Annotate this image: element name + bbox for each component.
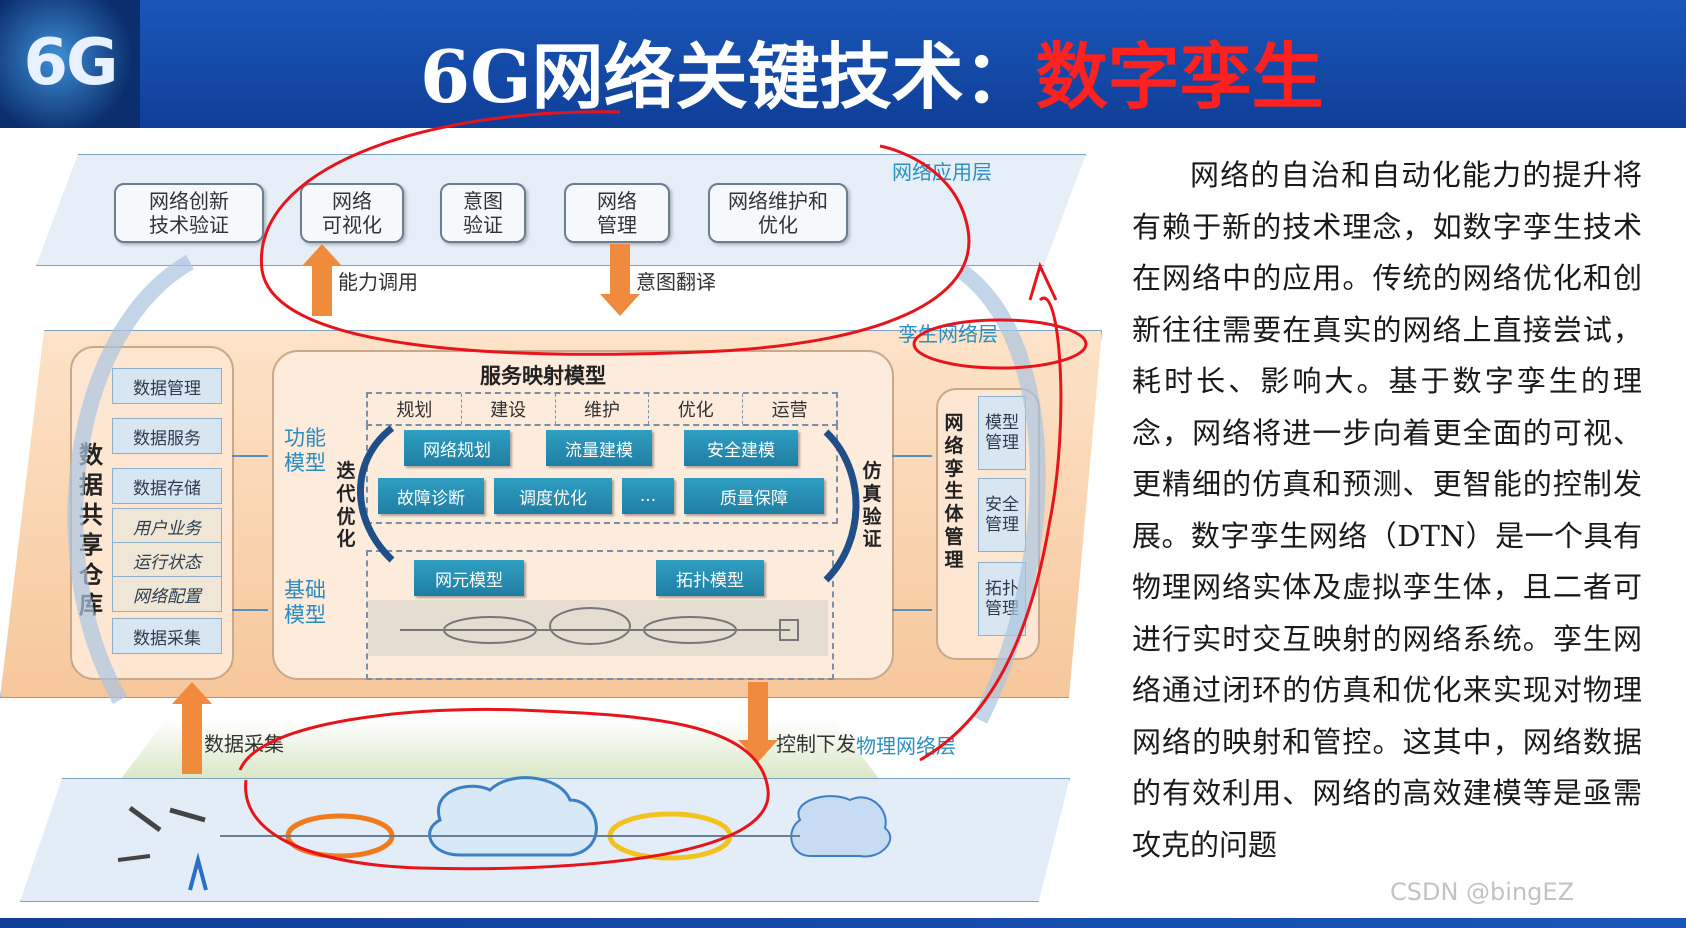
repo-item-user-business: 用户业务 [112, 508, 222, 544]
phase-maintenance: 维护 [556, 394, 650, 424]
twin-management-title: 网络孪生体管理 [944, 412, 964, 571]
phase-operation: 运营 [771, 400, 808, 421]
label-capability-call: 能力调用 [338, 270, 418, 294]
repo-item-data-storage: 数据存储 [112, 468, 222, 504]
twin-network-icons [400, 607, 799, 645]
slide-title: 6G网络关键技术：数字孪生 [420, 18, 1324, 123]
arrow-down-control [748, 682, 768, 740]
red-annotations [238, 110, 1088, 871]
app-box-management: 网络 管理 [564, 183, 670, 243]
mgmt-item-security: 安全管理 [978, 478, 1026, 552]
description-paragraph: 网络的自治和自动化能力的提升将有赖于新的技术理念，如数字孪生技术在网络中的应用。… [1132, 158, 1642, 862]
arrow-up-data [182, 704, 202, 774]
arrow-up-capability [312, 266, 332, 316]
base-topology-model: 拓扑模型 [656, 560, 764, 596]
phase-optimization: 优化 [649, 394, 744, 424]
cycle-arc-right [955, 263, 1046, 724]
base-model-box [366, 550, 834, 680]
arrow-up-head-2 [172, 682, 212, 704]
func-security-modeling: 安全建模 [684, 430, 798, 466]
label-intent-translation: 意图翻译 [636, 270, 716, 294]
app-box-visualization: 网络 可视化 [300, 183, 404, 243]
physical-network-icons [117, 776, 892, 891]
func-scheduling-optimization: 调度优化 [494, 478, 612, 514]
function-model-box [366, 424, 838, 524]
base-network-element-model: 网元模型 [414, 560, 524, 596]
iterate-loop-arrow [357, 425, 395, 563]
app-box-intent-verify: 意图 验证 [440, 183, 526, 243]
func-fault-diagnosis: 故障诊断 [378, 478, 484, 514]
arrow-up-head [302, 244, 342, 266]
base-model-label: 基础模型 [284, 578, 326, 628]
6g-logo: 6G [0, 0, 140, 128]
label-control-issue: 控制下发 [776, 732, 856, 756]
simulate-loop-arrow [823, 429, 860, 583]
title-main: 6G网络关键技术： [420, 34, 1036, 119]
func-more: ... [622, 478, 674, 514]
iterative-optimization-label: 迭代优化 [336, 460, 356, 551]
repo-item-data-management: 数据管理 [112, 368, 222, 404]
func-network-planning: 网络规划 [404, 430, 510, 466]
bottom-strip [0, 918, 1686, 928]
app-box-maintenance: 网络维护和 优化 [708, 183, 848, 243]
repo-item-network-config: 网络配置 [112, 576, 222, 612]
arrow-down-intent [610, 244, 630, 294]
header-bar [0, 0, 1686, 128]
repo-item-data-service: 数据服务 [112, 418, 222, 454]
func-quality-assurance: 质量保障 [684, 478, 824, 514]
mgmt-item-model: 模型管理 [978, 396, 1026, 470]
simulation-verification-label: 仿真验证 [862, 460, 882, 551]
service-mapping-title: 服务映射模型 [480, 364, 606, 388]
arrow-down-head-2 [738, 740, 778, 762]
logo-text: 6G [23, 26, 118, 100]
phase-planning: 规划 [368, 394, 462, 424]
function-model-label: 功能模型 [284, 426, 326, 476]
title-accent: 数字孪生 [1035, 34, 1324, 119]
repo-item-data-collection: 数据采集 [112, 618, 222, 654]
app-box-innovation: 网络创新 技术验证 [114, 183, 264, 243]
repo-item-running-state: 运行状态 [112, 542, 222, 578]
arrow-down-head [600, 294, 640, 316]
watermark: CSDN @bingEZ [1390, 878, 1575, 906]
cycle-arc-left [67, 255, 194, 704]
side-arrows [232, 455, 932, 611]
func-traffic-modeling: 流量建模 [546, 430, 652, 466]
phase-construction: 建设 [462, 394, 556, 424]
